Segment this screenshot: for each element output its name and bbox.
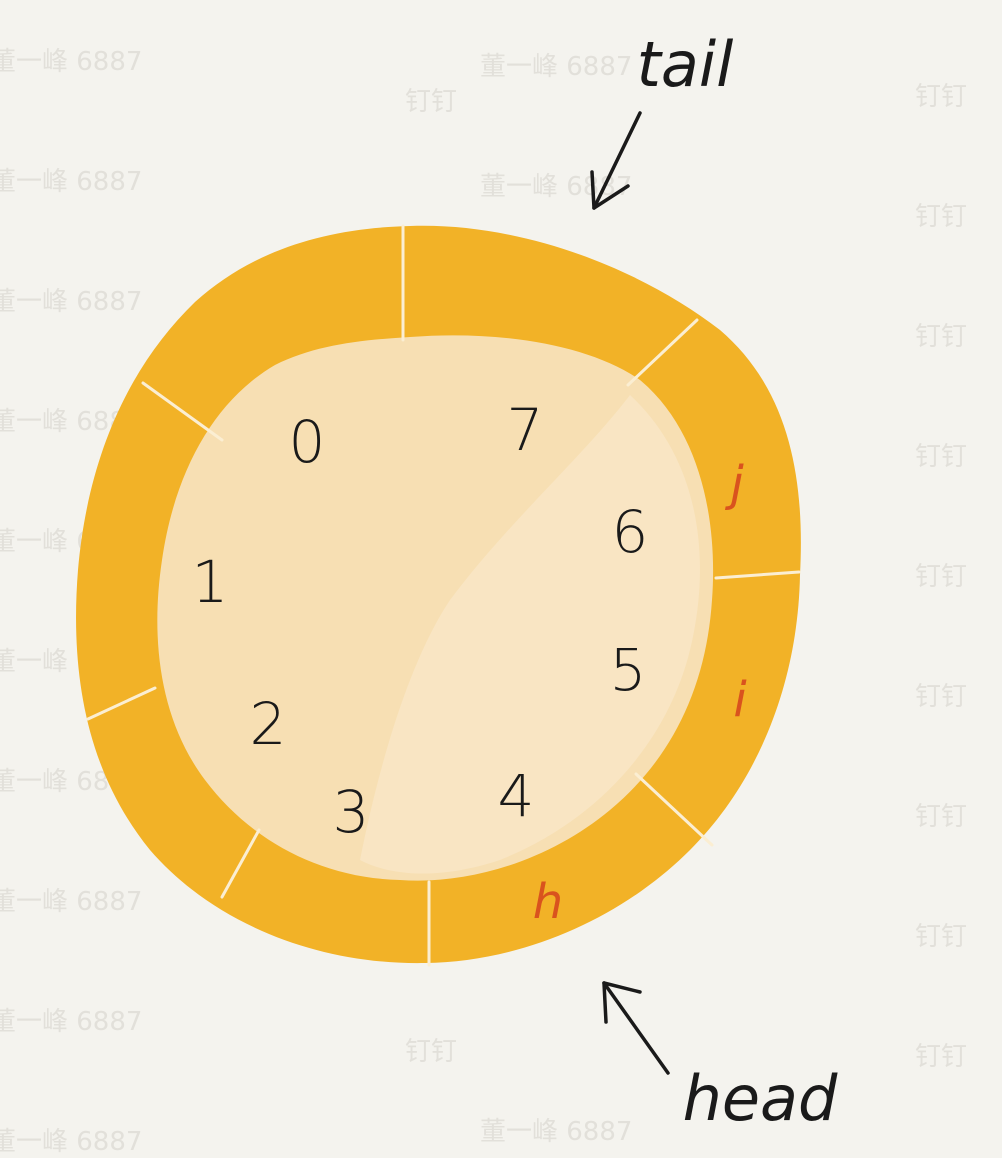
watermark-text: 钉钉 <box>915 322 967 352</box>
slot-dividers <box>86 224 801 967</box>
tail-arrow-icon <box>590 111 642 210</box>
watermark-text: 董一峰 6887 <box>0 47 142 77</box>
slot-element-h: h <box>533 874 563 930</box>
watermark-text: 董一峰 6887 <box>0 887 142 917</box>
slot-index-4: 4 <box>498 762 535 830</box>
slot-index-1: 1 <box>192 548 229 616</box>
slot-divider <box>626 318 699 387</box>
slot-index-2: 2 <box>250 690 287 758</box>
watermark-text: 钉钉 <box>915 202 967 232</box>
watermark-text: 钉钉 <box>915 442 967 472</box>
watermark-text: 钉钉 <box>405 87 457 117</box>
head-arrow-icon <box>602 981 670 1075</box>
slot-divider <box>220 828 261 899</box>
watermark-text: 钉钉 <box>915 562 967 592</box>
slot-index-6: 6 <box>612 498 649 566</box>
slot-index-3: 3 <box>333 778 370 846</box>
watermark-text: 钉钉 <box>915 1042 967 1072</box>
tail-pointer: tail <box>590 28 734 210</box>
watermark-text: 钉钉 <box>915 922 967 952</box>
watermark-text: 董一峰 6887 <box>480 172 632 202</box>
watermark-text: 钉钉 <box>915 82 967 112</box>
watermark-text: 董一峰 6887 <box>0 1127 142 1157</box>
slot-divider <box>141 381 224 442</box>
slot-divider <box>714 570 801 580</box>
watermark-text: 董一峰 6887 <box>0 287 142 317</box>
head-label: head <box>683 1062 838 1135</box>
watermark-text: 钉钉 <box>405 1037 457 1067</box>
watermark-text: 董一峰 6887 <box>0 1007 142 1037</box>
slot-indices: 0 1 2 3 4 5 6 7 <box>192 396 649 846</box>
head-pointer: head <box>602 981 838 1135</box>
slot-index-0: 0 <box>289 408 326 476</box>
watermark-text: 董一峰 6887 <box>480 1117 632 1147</box>
watermark-text: 董一峰 6887 <box>0 167 142 197</box>
slot-index-7: 7 <box>507 396 544 464</box>
watermark-text: 钉钉 <box>915 682 967 712</box>
slot-element-i: i <box>733 672 747 728</box>
inner-highlight <box>360 395 700 874</box>
slot-index-5: 5 <box>610 636 647 704</box>
slot-divider <box>634 772 714 847</box>
watermark-text: 钉钉 <box>915 802 967 832</box>
slot-divider <box>86 686 157 721</box>
tail-label: tail <box>637 28 734 101</box>
watermark-text: 董一峰 6887 <box>480 52 632 82</box>
